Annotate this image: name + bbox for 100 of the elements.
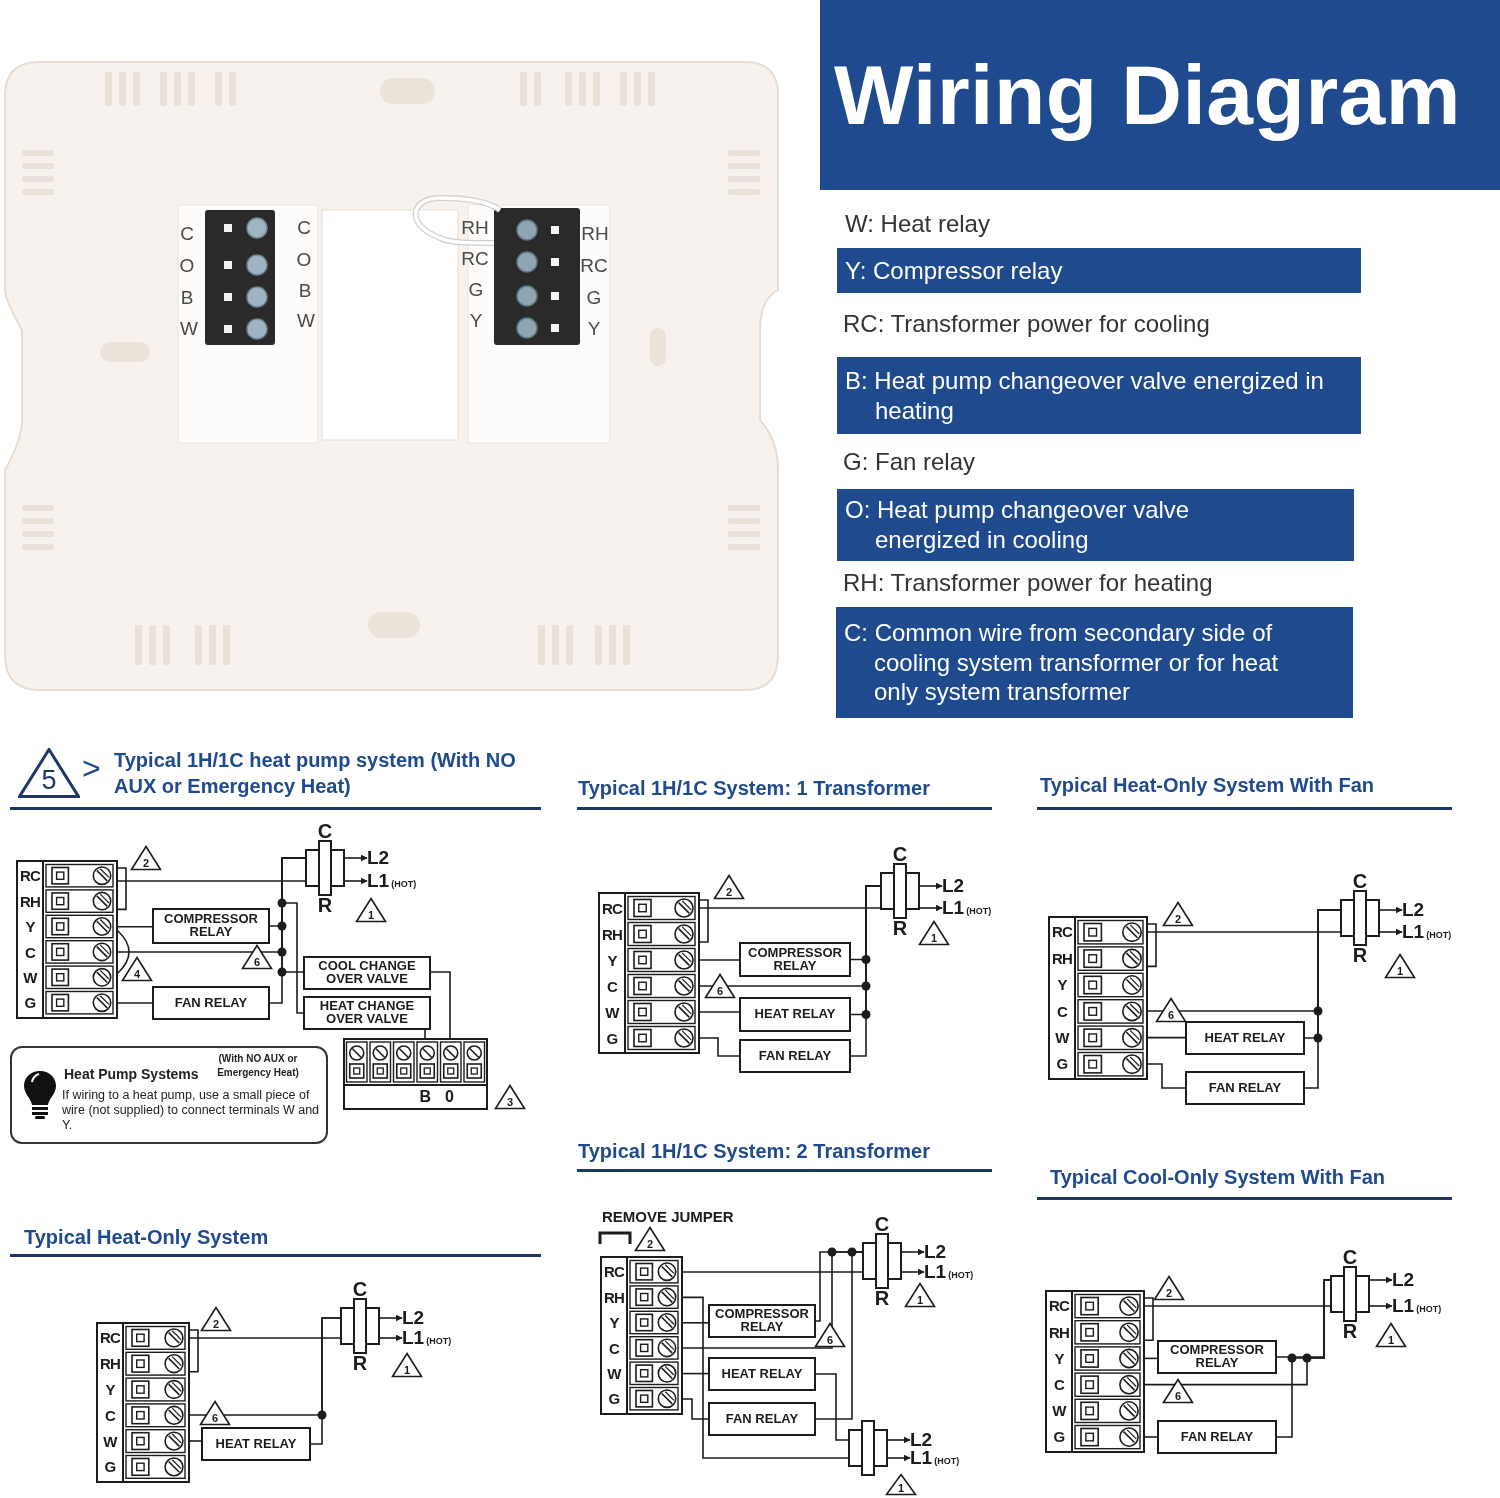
- terminal-label: B: [419, 1088, 432, 1106]
- terminal-label: C: [892, 845, 908, 863]
- terminal-label: RC: [602, 1262, 626, 1283]
- terminal-label: RC: [1047, 1296, 1071, 1317]
- wire: [430, 971, 451, 1039]
- terminal-label: Y: [1053, 1348, 1065, 1369]
- definition-text: RC: Transformer power for cooling: [843, 310, 1210, 338]
- terminal-label: RH: [600, 924, 624, 945]
- arrow: [379, 1314, 403, 1322]
- wire: [310, 1317, 341, 1445]
- note-number: 1: [930, 933, 938, 944]
- terminal-label: RH: [1050, 948, 1074, 969]
- wire: [682, 1322, 709, 1324]
- supply-line-label: L2: [402, 1307, 425, 1329]
- terminal-label: C: [874, 1215, 890, 1233]
- hot-label: (HOT): [1426, 930, 1452, 940]
- note-number: 6: [716, 986, 724, 997]
- section-title: Typical 1H/1C heat pump system (With NO AUX or Emergency Heat): [114, 748, 517, 799]
- terminal-label: Y: [104, 1380, 116, 1401]
- wire: [1276, 1279, 1331, 1438]
- supply-line-label: L2: [1392, 1269, 1415, 1291]
- arrow: [919, 904, 943, 912]
- definition-text: B: Heat pump changeover valve energized in heating: [845, 365, 1325, 426]
- terminal-label: G: [1055, 1054, 1069, 1075]
- terminal-label: Y: [1056, 975, 1068, 996]
- relay: HEAT RELAY: [1185, 1021, 1305, 1055]
- terminal-label: G: [1052, 1427, 1066, 1448]
- terminal-label: O: [179, 255, 195, 275]
- relay: FAN RELAY: [1157, 1420, 1277, 1454]
- terminal-label: RH: [1047, 1322, 1071, 1343]
- definition-text: W: Heat relay: [845, 210, 990, 238]
- terminal-label: RC: [461, 248, 489, 268]
- relay: COMPRESSOR RELAY: [708, 1304, 816, 1338]
- wire: [682, 1271, 863, 1273]
- terminal-label: RH: [18, 891, 42, 912]
- note-number: 6: [211, 1413, 219, 1424]
- wire: [1147, 931, 1341, 933]
- definition-band: [837, 248, 1361, 293]
- instruction-text: REMOVE JUMPER: [602, 1208, 734, 1225]
- note-number: 6: [1167, 1010, 1175, 1021]
- wire: [682, 1398, 709, 1420]
- section-title: Typical 1H/1C System: 2 Transformer: [578, 1139, 930, 1164]
- hot-label: (HOT): [1416, 1304, 1442, 1314]
- supply-line-label: L2: [942, 875, 965, 897]
- valve: HEAT CHANGE OVER VALVE: [303, 996, 431, 1030]
- arrow: [1369, 1276, 1393, 1284]
- terminal-label: G: [586, 287, 602, 307]
- note-number: 1: [367, 910, 375, 921]
- arrow: [901, 1248, 925, 1256]
- terminal-label: R: [892, 919, 908, 937]
- terminal-label: RH: [461, 217, 489, 237]
- terminal-label: R: [317, 896, 333, 914]
- definition-text: G: Fan relay: [843, 448, 976, 476]
- definition-text: O: Heat pump changeover valve energized in cooling: [845, 495, 1191, 555]
- terminal-label: C: [605, 976, 619, 997]
- terminal-label: R: [1342, 1322, 1358, 1340]
- terminal-label: 0: [445, 1088, 454, 1106]
- terminal-label: Y: [24, 917, 36, 938]
- arrow: [1379, 928, 1403, 936]
- hot-label: (HOT): [966, 906, 992, 916]
- supply-line-label: L1: [942, 897, 965, 919]
- section-title: Typical Heat-Only System With Fan: [1040, 773, 1374, 798]
- wire: [1147, 1063, 1186, 1089]
- note-number: 6: [1174, 1391, 1182, 1402]
- note-number: 1: [897, 1483, 905, 1494]
- note-number: 6: [253, 957, 261, 968]
- terminal-label: G: [103, 1457, 117, 1478]
- wire: [117, 1002, 153, 1004]
- wire: [682, 1296, 849, 1459]
- terminal-label: Y: [587, 318, 601, 338]
- terminal-label: O: [296, 249, 312, 269]
- terminal-label: C: [607, 1338, 621, 1359]
- supply-line-label: L1: [367, 870, 390, 892]
- terminal-label: RC: [1050, 922, 1074, 943]
- terminal-block: [598, 892, 700, 1054]
- wire: [699, 907, 881, 909]
- terminal-label: C: [317, 822, 333, 840]
- definition-band: [837, 489, 1354, 561]
- relay: FAN RELAY: [1185, 1071, 1305, 1105]
- terminal-label: W: [604, 1002, 621, 1023]
- definition-text: Y: Compressor relay: [845, 255, 1063, 286]
- note-number: 1: [916, 1295, 924, 1306]
- relay: FAN RELAY: [708, 1402, 816, 1436]
- section-title: Typical Cool-Only System With Fan: [1050, 1165, 1386, 1190]
- terminal-label: C: [180, 223, 194, 243]
- note-number: 2: [1165, 1288, 1173, 1299]
- note-number: 1: [1387, 1335, 1395, 1346]
- wire: [815, 1251, 863, 1420]
- terminal-label: C: [1352, 872, 1368, 890]
- wire: [1144, 1305, 1331, 1307]
- definition-text: RH: Transformer power for heating: [843, 569, 1213, 597]
- terminal-label: B: [298, 280, 312, 300]
- terminal-block: [1048, 915, 1148, 1081]
- terminal-label: R: [1352, 946, 1368, 964]
- tip-text: If wiring to a heat pump, use a small piece of wire (not supplied) to connect terminals W and Y.: [62, 1088, 321, 1133]
- terminal-label: Y: [469, 310, 483, 330]
- wire: [699, 1011, 740, 1013]
- arrow: [344, 877, 368, 885]
- supply-line-label: L1: [1392, 1295, 1415, 1317]
- tip-box: [10, 1046, 328, 1144]
